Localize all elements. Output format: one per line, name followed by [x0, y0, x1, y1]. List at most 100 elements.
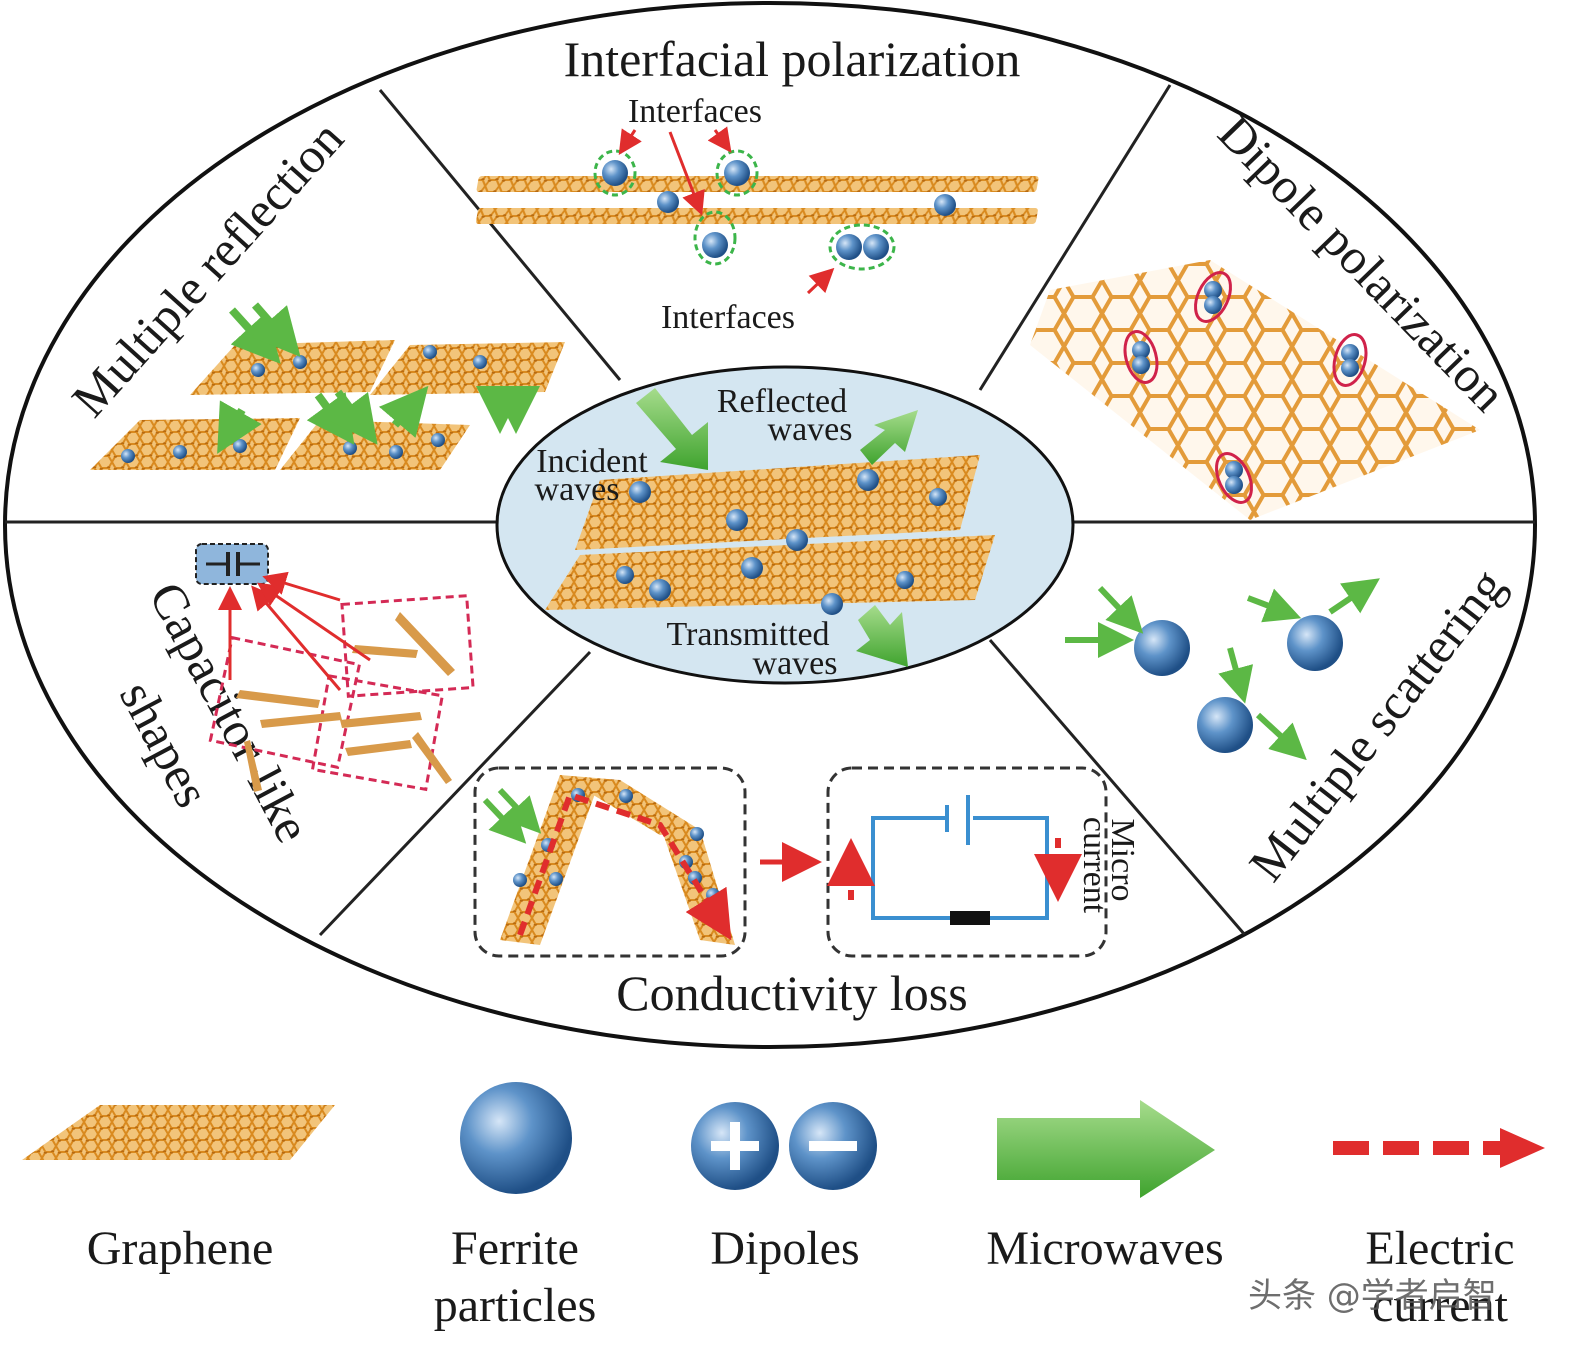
- microwave-arrow: [497, 787, 542, 834]
- sector-conductivity-loss: Micro current Conductivity loss: [473, 766, 1141, 1021]
- reflected-waves-label-2: waves: [768, 411, 853, 448]
- dipole-ring: [1123, 330, 1159, 384]
- dipole-particle: [1132, 356, 1150, 374]
- ferrite-particle: [863, 234, 889, 260]
- ferrite-particle: [690, 827, 704, 841]
- microwave-arrow: [329, 389, 378, 445]
- ferrite-particle: [934, 194, 956, 216]
- conductivity-loss-title: Conductivity loss: [616, 965, 967, 1021]
- transmitted-waves-label-2: waves: [753, 645, 838, 682]
- ferrite-particle: [251, 363, 265, 377]
- reflected-waves-label-1: Reflected: [717, 383, 847, 420]
- incident-wave-arrow: [636, 388, 708, 470]
- capacitor-box: [340, 594, 475, 698]
- legend-graphene-icon: [22, 1105, 335, 1160]
- ferrite-particle: [343, 441, 357, 455]
- ferrite-particle: [896, 571, 914, 589]
- ferrite-particle: [513, 873, 527, 887]
- transmitted-waves-label-1: Transmitted: [666, 616, 829, 653]
- ferrite-particle: [619, 789, 633, 803]
- legend-label-microwaves: Microwaves: [986, 1222, 1224, 1275]
- dipole-ring: [1194, 271, 1232, 323]
- ferrite-particle: [233, 439, 247, 453]
- ferrite-particle: [821, 593, 843, 615]
- dipole-particle: [1225, 461, 1243, 479]
- legend: [22, 1082, 1545, 1198]
- dipole-ring: [1332, 333, 1368, 387]
- battery-icon: [945, 795, 970, 845]
- reflected-wave-arrow: [860, 410, 918, 465]
- micro-label: Micro: [1104, 818, 1141, 901]
- graphene-sheet: [475, 208, 1038, 224]
- ferrite-particle: [857, 469, 879, 491]
- capacitor-box: [310, 674, 445, 792]
- microwave-arrow: [250, 302, 301, 358]
- ferrite-particle: [549, 872, 563, 886]
- current-path: [517, 791, 732, 941]
- graphene-flake: [395, 612, 455, 676]
- interface-arrow: [707, 126, 732, 153]
- legend-electric-current-icon: [1333, 1128, 1545, 1168]
- microwave-arrow: [378, 385, 429, 438]
- interfacial-polarization-title: Interfacial polarization: [564, 31, 1021, 87]
- dipole-particle: [1132, 341, 1150, 359]
- legend-label-ferrite-2: particles: [433, 1279, 597, 1332]
- interface-ring: [693, 210, 737, 266]
- scatter-arrow: [1097, 585, 1144, 634]
- center-panel: Reflected waves Incident waves Transmitt…: [495, 365, 1075, 685]
- scatter-arrow: [1328, 578, 1380, 615]
- scatter-arrow: [1218, 647, 1254, 704]
- interface-ring: [828, 223, 896, 271]
- capacitor-box: [208, 635, 362, 770]
- ferrite-particle: [1197, 697, 1253, 753]
- legend-dipoles-icon: [691, 1102, 877, 1190]
- legend-label-graphene: Graphene: [86, 1222, 274, 1275]
- ferrite-particle: [786, 529, 808, 551]
- dipole-particle: [1341, 359, 1359, 377]
- conduction-panel: [473, 766, 747, 958]
- legend-label-ferrite-1: Ferrite: [451, 1222, 579, 1275]
- dipole-particle: [1225, 476, 1243, 494]
- interfaces-label-top: Interfaces: [628, 93, 762, 130]
- ferrite-particle: [702, 232, 728, 258]
- field-arrow: [262, 571, 341, 602]
- interface-ring: [593, 149, 637, 197]
- ferrite-particle: [423, 345, 437, 359]
- ferrite-particle: [431, 433, 445, 447]
- circuit-panel: [826, 766, 1108, 958]
- interfaces-label-bottom: Interfaces: [661, 299, 795, 336]
- legend-label-electric-1: Electric: [1365, 1222, 1515, 1275]
- legend-label-dipoles: Dipoles: [710, 1222, 860, 1275]
- graphene-flake: [345, 740, 412, 756]
- graphene-flake: [244, 740, 262, 792]
- incident-waves-label-1: Incident: [536, 443, 648, 480]
- ferrite-particle: [929, 488, 947, 506]
- graphene-sheet-large: [1030, 260, 1480, 520]
- graphene-flake: [340, 712, 422, 728]
- ferrite-particle: [726, 509, 748, 531]
- graphene-flake: [260, 712, 342, 728]
- ferrite-particle: [121, 449, 135, 463]
- field-arrow: [257, 582, 371, 662]
- interface-arrow: [668, 131, 705, 216]
- ferrite-particle: [724, 160, 750, 186]
- graphene-sheet: [370, 342, 565, 395]
- ferrite-particle: [389, 445, 403, 459]
- scatter-arrow: [1246, 588, 1302, 623]
- resistor-icon: [950, 911, 990, 925]
- ferrite-particle: [602, 160, 628, 186]
- transmitted-wave-arrow: [856, 605, 908, 667]
- graphene-ribbon: [500, 775, 600, 945]
- graphene-flake: [412, 732, 452, 784]
- legend-ferrite-icon: [460, 1082, 572, 1194]
- capacitor-icon: [195, 543, 269, 585]
- dipole-particle: [1204, 281, 1222, 299]
- ferrite-particle: [629, 481, 651, 503]
- ferrite-particle: [616, 566, 634, 584]
- watermark: 头条 @学者启智: [1248, 1276, 1497, 1316]
- sector-interfacial-polarization: Interfacial polarization Interfaces Inte…: [475, 31, 1039, 336]
- current-label: current: [1076, 817, 1113, 914]
- sector-dividers: [5, 84, 1535, 937]
- interface-arrow: [618, 128, 642, 156]
